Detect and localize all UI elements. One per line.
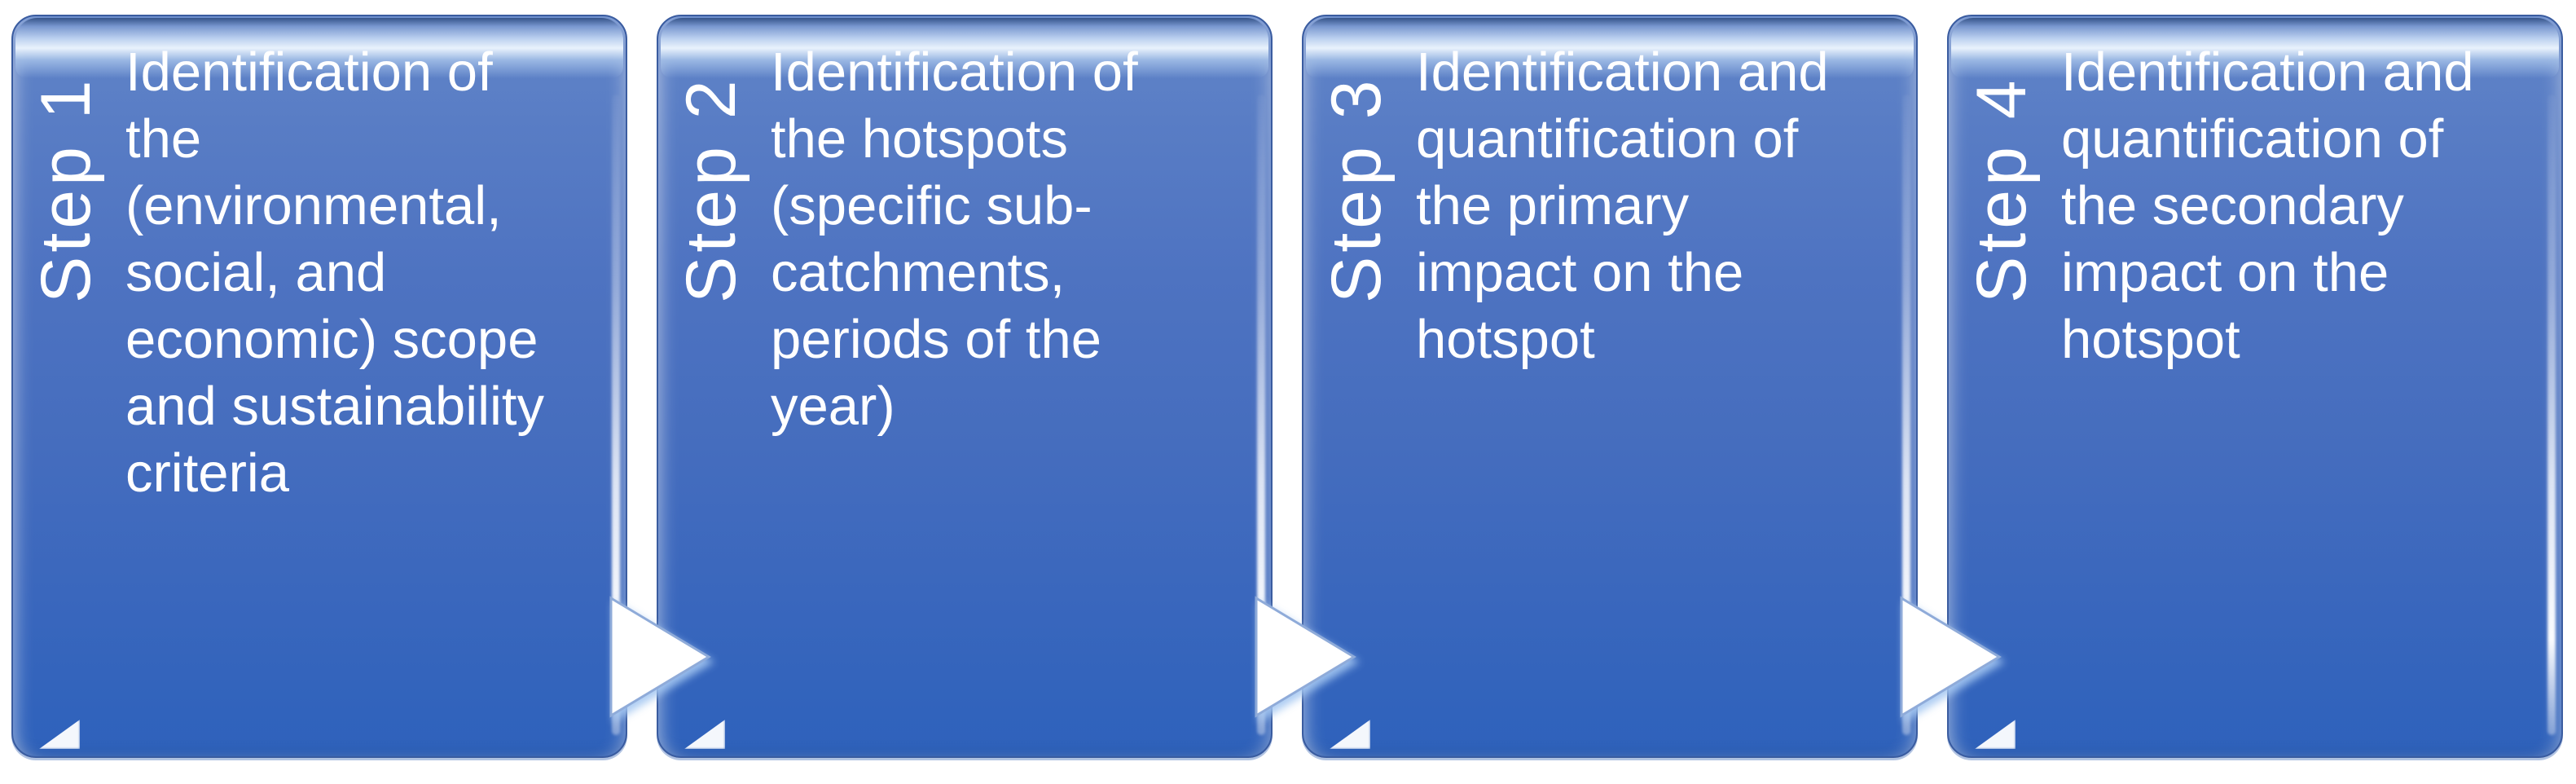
step-2-label: Step 2 [672, 76, 750, 303]
step-1-card: Step 1 Identification of the (environmen… [11, 15, 627, 758]
corner-highlight [1975, 720, 2016, 749]
corner-highlight [39, 720, 80, 749]
next-step-arrow-icon [1253, 595, 1361, 719]
step-4-label: Step 4 [1963, 76, 2041, 303]
next-step-arrow-icon [1898, 595, 2006, 719]
step-3-description: Identification and quantification of the… [1416, 42, 1829, 370]
corner-highlight [1330, 720, 1370, 749]
step-3-label: Step 3 [1317, 76, 1396, 303]
step-1-description: Identification of the (environmental, so… [125, 42, 544, 504]
step-4-description: Identification and quantification of the… [2061, 42, 2474, 370]
step-3-card: Step 3 Identification and quantification… [1302, 15, 1918, 758]
step-1-label: Step 1 [27, 76, 105, 303]
corner-highlight [684, 720, 725, 749]
step-2-description: Identification of the hotspots (specific… [771, 42, 1138, 437]
next-step-arrow-icon [608, 595, 715, 719]
step-4-card: Step 4 Identification and quantification… [1947, 15, 2563, 758]
step-2-card: Step 2 Identification of the hotspots (s… [657, 15, 1273, 758]
